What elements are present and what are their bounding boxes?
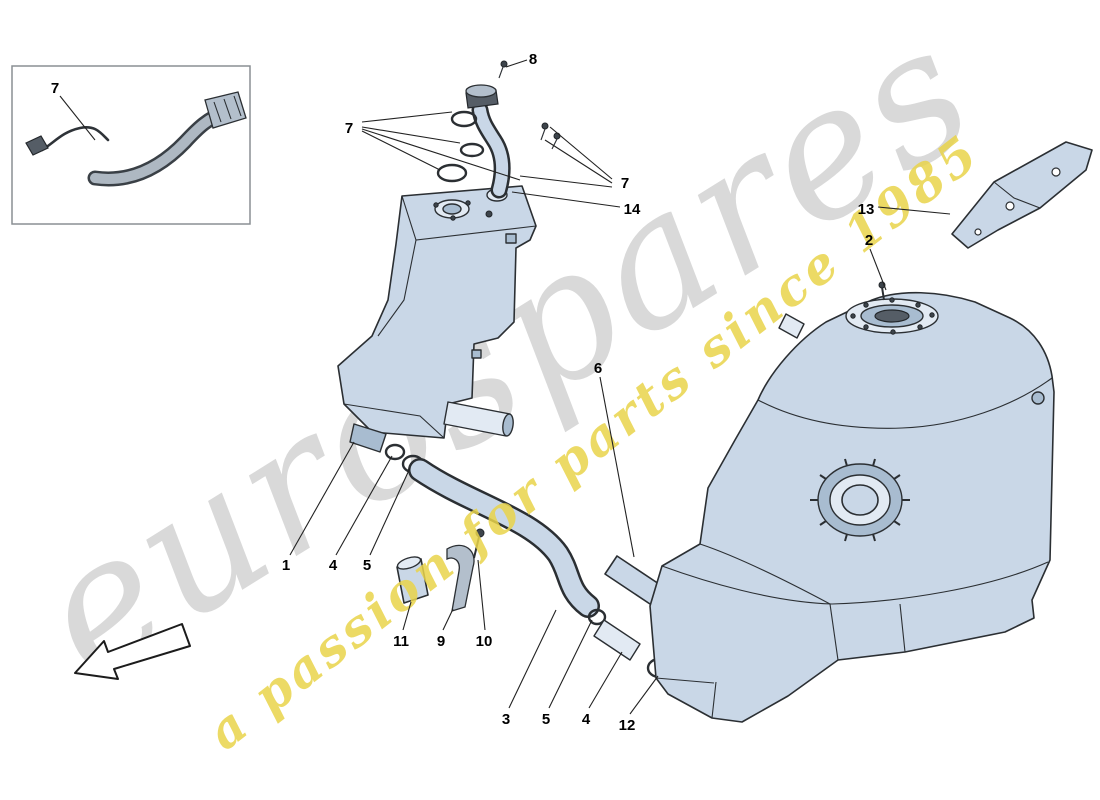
- expansion-tank-body: [337, 185, 537, 439]
- gasket-ring: [436, 163, 468, 183]
- callout-7-inset[interactable]: 7: [51, 80, 59, 97]
- callout-14[interactable]: 14: [624, 201, 641, 218]
- clamp-bolt-shank: [473, 536, 480, 559]
- filler-bore: [874, 309, 910, 323]
- vent-stub: [778, 313, 805, 339]
- bracket-hole: [1051, 167, 1061, 177]
- sender-flange-bore: [442, 203, 462, 215]
- callout-4-upper[interactable]: 4: [329, 557, 338, 574]
- filler-neck: [474, 104, 509, 196]
- fuel-tank: [649, 281, 1055, 723]
- ring-bolt: [863, 302, 869, 308]
- expansion-tank: [337, 60, 561, 439]
- ring-bolt: [889, 297, 895, 303]
- outlet-sleeve-end: [502, 413, 514, 437]
- inset-frame: [11, 65, 251, 225]
- tank-bolt: [485, 210, 493, 218]
- clamp-screw: [541, 122, 549, 130]
- tank-facet-edge: [899, 603, 906, 653]
- tank-foot-edge: [655, 677, 715, 684]
- bracket-hole: [1005, 201, 1015, 211]
- callout-5-lower[interactable]: 5: [542, 711, 550, 728]
- callout-1[interactable]: 1: [282, 557, 290, 574]
- direction-arrow: [74, 623, 191, 680]
- hose-assembly: [349, 423, 672, 679]
- callout-7-right[interactable]: 7: [621, 175, 629, 192]
- hose-clamp: [459, 142, 485, 158]
- clamp-hardware: [396, 528, 485, 612]
- callout-13[interactable]: 13: [858, 201, 875, 218]
- filler-head-rib: [223, 98, 232, 120]
- flange-bolt: [433, 202, 439, 208]
- mounting-bracket: [951, 141, 1093, 249]
- filler-head-rib: [213, 101, 222, 123]
- inset-box: [11, 65, 251, 225]
- clamp-screw: [553, 132, 561, 140]
- cap-screw: [500, 60, 508, 68]
- callout-3[interactable]: 3: [502, 711, 510, 728]
- callout-12[interactable]: 12: [619, 717, 636, 734]
- tank-facet-edge: [757, 377, 1053, 429]
- callout-11[interactable]: 11: [393, 633, 409, 650]
- sensor-cable: [40, 126, 110, 152]
- callout-6[interactable]: 6: [594, 360, 602, 377]
- cable-connector: [25, 135, 49, 156]
- access-ring-bore: [841, 484, 879, 516]
- leader-lines: [59, 59, 951, 715]
- bracket-hole: [974, 228, 982, 236]
- filler-cap-top: [465, 84, 497, 98]
- hose-end-fitting: [593, 619, 641, 661]
- tank-facet-edge: [829, 603, 839, 661]
- flange-bolt: [465, 200, 471, 206]
- callout-4-lower[interactable]: 4: [582, 711, 591, 728]
- o-ring: [384, 443, 406, 461]
- access-ring-ribs: [810, 458, 910, 542]
- spacer-bush-top: [396, 556, 422, 570]
- clamp-bolt-head: [475, 528, 485, 538]
- cap-stem: [881, 286, 885, 301]
- fuel-hose: [410, 460, 598, 616]
- tank-facet-edge: [661, 561, 1049, 605]
- callout-7-left[interactable]: 7: [345, 120, 353, 137]
- tank-foot-edge: [711, 681, 717, 719]
- callout-9[interactable]: 9: [437, 633, 445, 650]
- tank-outlet-stub: [349, 423, 387, 453]
- ring-bolt: [863, 324, 869, 330]
- tank-boss: [505, 233, 517, 244]
- callout-10[interactable]: 10: [476, 633, 493, 650]
- bracket-fold-edge: [993, 181, 1041, 209]
- inset-hose: [90, 107, 231, 184]
- ring-bolt: [929, 312, 935, 318]
- ring-bolt: [890, 329, 896, 335]
- callouts: 7 8 7 7 14 13 2 6 1 4 5 11 9 10 3 5 4 12: [51, 51, 875, 734]
- tank-nub: [1031, 391, 1045, 405]
- tank-boss: [471, 349, 482, 359]
- filler-head-rib: [233, 95, 242, 117]
- cap-screw-shank: [498, 66, 504, 79]
- flange-bolt: [450, 215, 456, 221]
- hose-clamp: [450, 110, 478, 128]
- ring-bolt: [915, 302, 921, 308]
- callout-5-upper[interactable]: 5: [363, 557, 371, 574]
- callout-8[interactable]: 8: [529, 51, 537, 68]
- tank-facet-edge: [343, 403, 445, 439]
- clamp-screw-shank: [551, 138, 558, 150]
- ring-bolt: [917, 324, 923, 330]
- ring-bolt: [850, 313, 856, 319]
- clamp-screw-shank: [540, 128, 546, 141]
- o-ring: [587, 608, 607, 626]
- tank-facet-edge: [699, 543, 831, 605]
- tank-facet-edge: [377, 239, 417, 337]
- callout-2[interactable]: 2: [865, 232, 873, 249]
